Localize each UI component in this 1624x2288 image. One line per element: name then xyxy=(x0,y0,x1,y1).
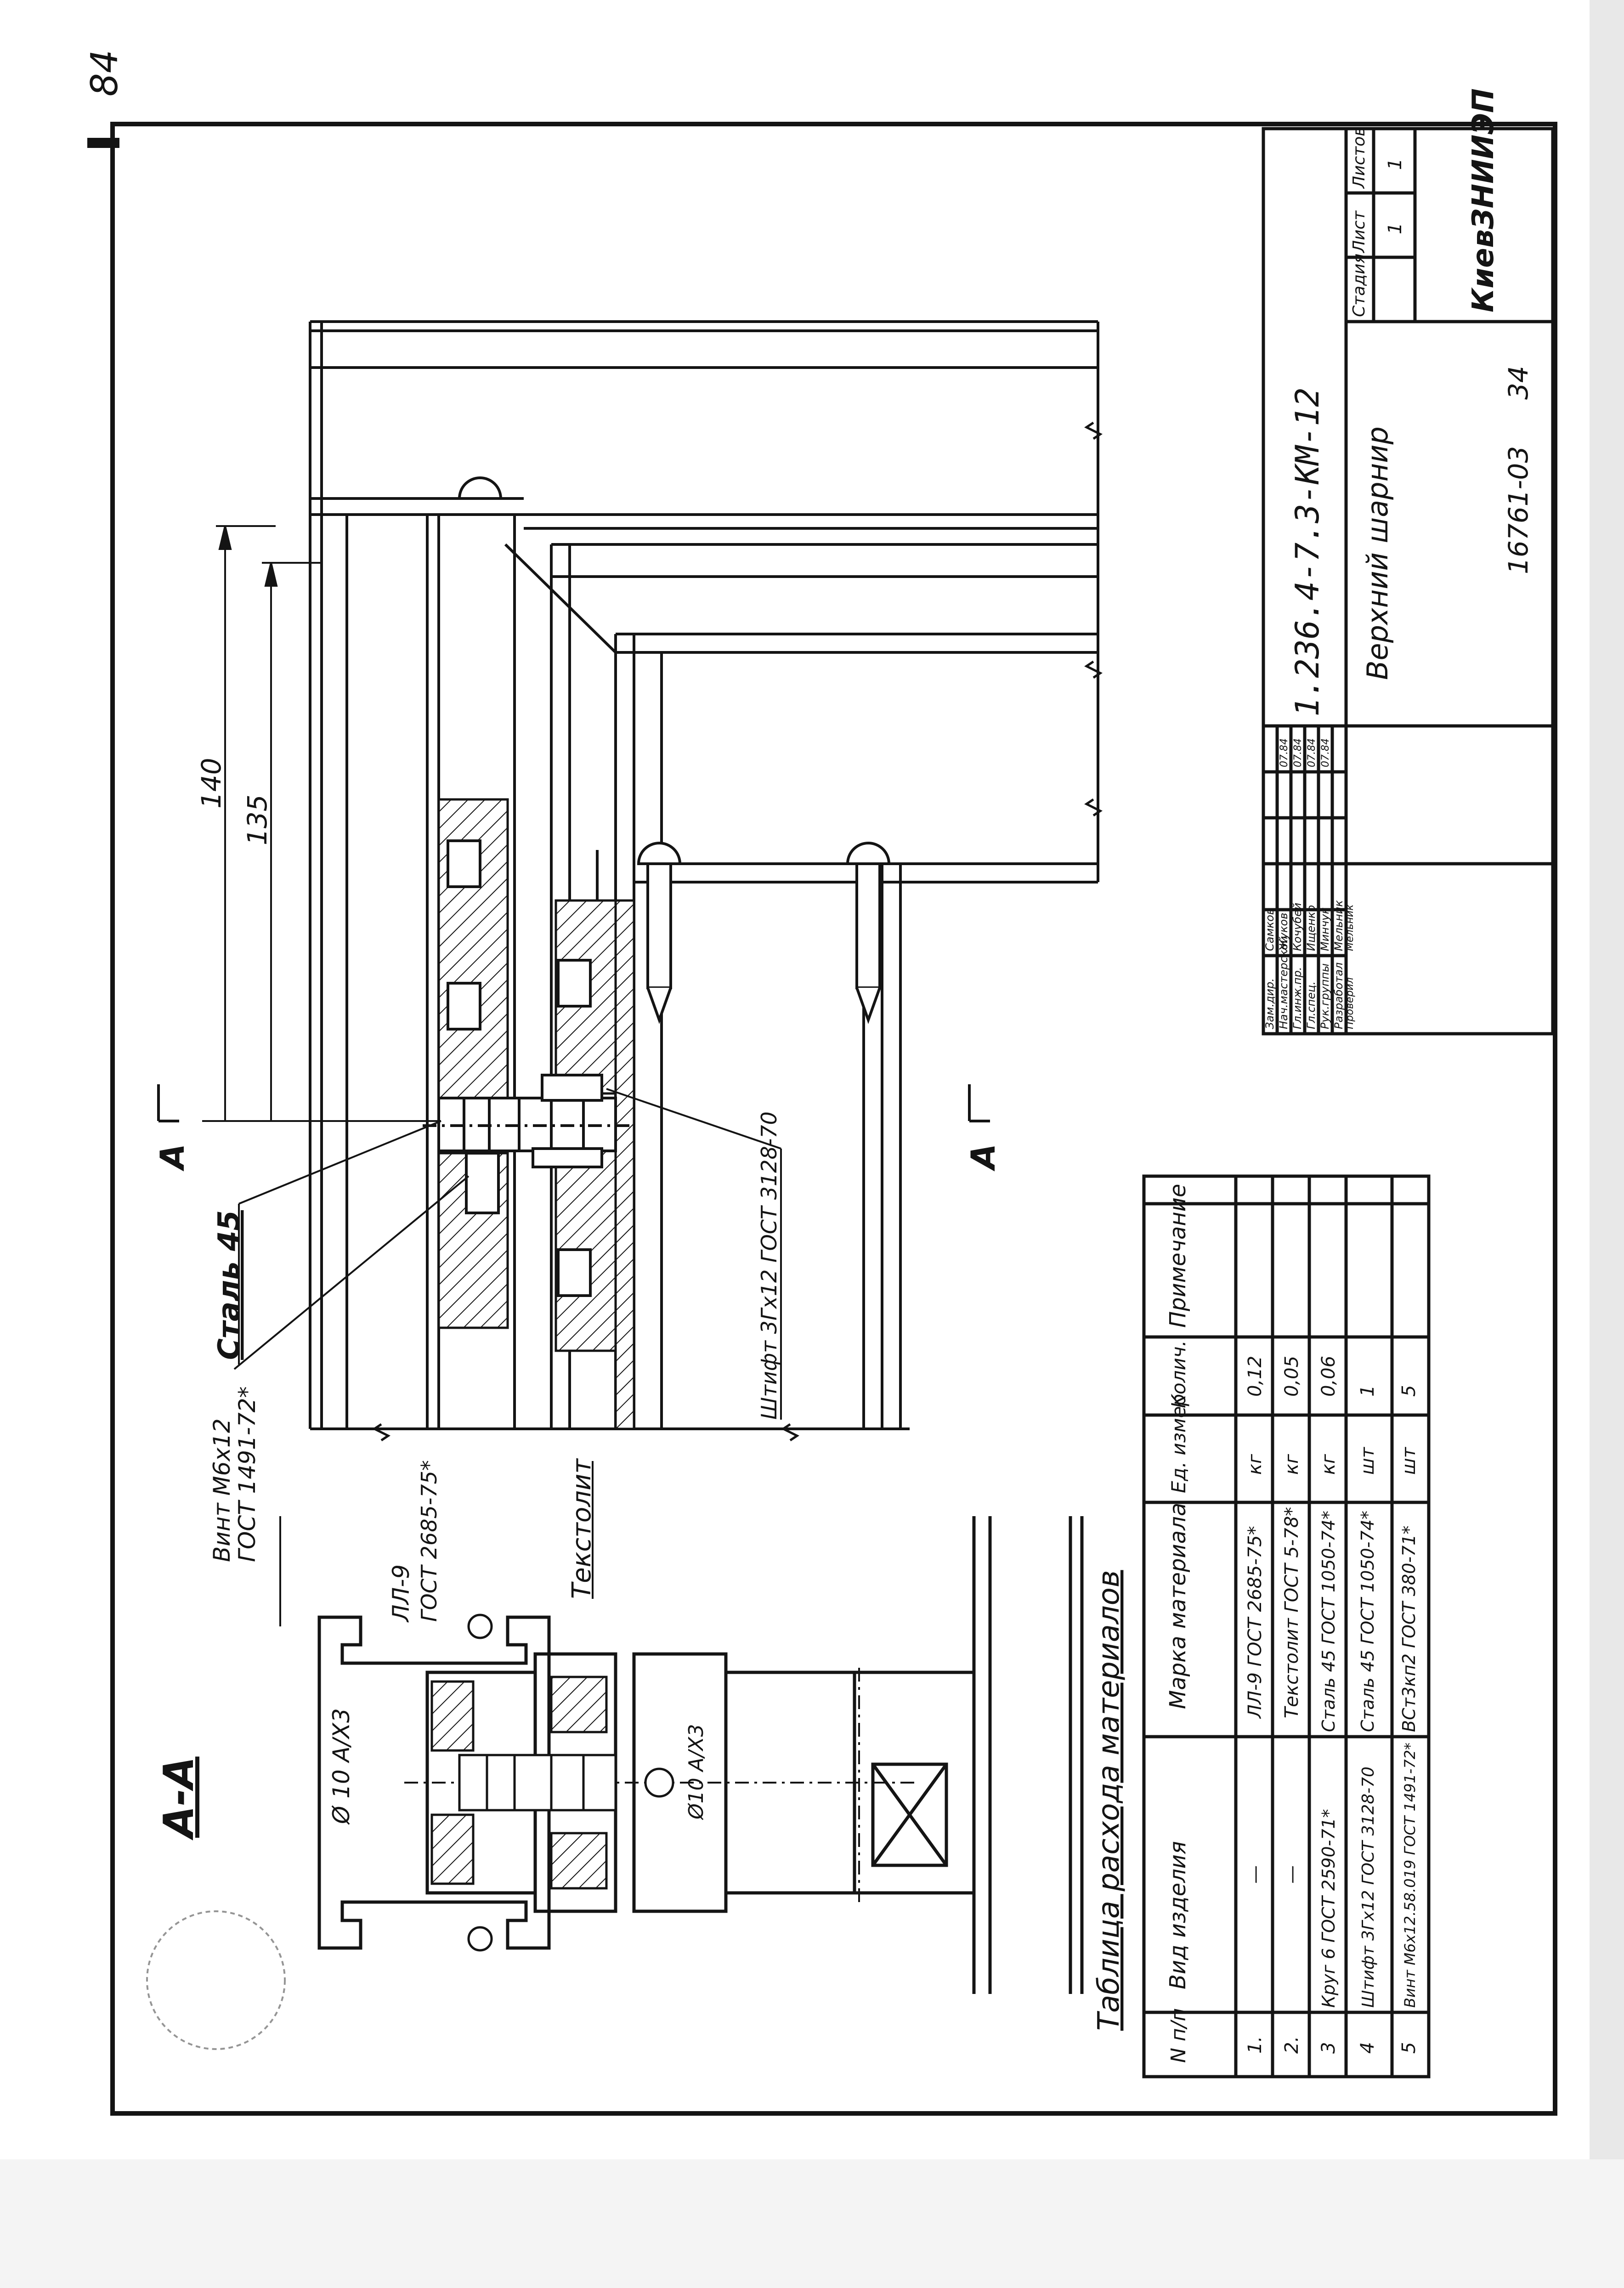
rubber-callout-2: ГОСТ 2685-75* xyxy=(417,1460,441,1622)
dimensions: 140 135 xyxy=(196,525,441,1122)
sig-role-3: Гл.инж.пр. xyxy=(1291,967,1304,1029)
cut-marker-a: A A xyxy=(153,1084,1002,1172)
header-note: Примечание xyxy=(1165,1184,1191,1328)
sheets-value: 1 xyxy=(1385,159,1406,170)
sig-name-4: Ищенко xyxy=(1305,905,1318,951)
cut-marker-a-left: A xyxy=(153,1144,192,1172)
row-4-qty: 1 xyxy=(1357,1385,1378,1397)
lower-plate xyxy=(614,899,635,1430)
row-4-unit: шт xyxy=(1357,1446,1378,1475)
materials-table: Таблица расхода материалов N п/п Вид изд… xyxy=(1092,1174,1431,2078)
sheet-header: Лист xyxy=(1350,210,1369,254)
row-3-unit: кг xyxy=(1318,1454,1339,1475)
drawing-title: Верхний шарнир xyxy=(1361,426,1394,680)
hinge-section-view xyxy=(309,320,1103,1442)
cut-marker-a-right: A xyxy=(964,1144,1002,1172)
row-1-qty: 0,12 xyxy=(1245,1356,1266,1397)
section-hatch-2 xyxy=(430,1813,475,1885)
rubber-callout-1: ЛЛ-9 xyxy=(388,1564,414,1623)
sheet-value: 1 xyxy=(1385,223,1406,234)
sig-role-5: Рук.группы xyxy=(1318,963,1331,1029)
row-4-kind: Штифт 3Гх12 ГОСТ 3128-70 xyxy=(1359,1767,1378,2008)
section-a-a: А-А xyxy=(155,1516,1084,1994)
break-marks xyxy=(372,421,1103,1442)
sheets-header: Листов xyxy=(1350,127,1369,189)
bolts xyxy=(458,476,891,1024)
row-4-n: 4 xyxy=(1357,2042,1378,2054)
sig-role-4: Гл.спец. xyxy=(1305,981,1318,1029)
hinge-pin xyxy=(423,1097,634,1152)
sig-name-1: Самков xyxy=(1263,908,1276,951)
row-3-grade: Сталь 45 ГОСТ 1050-74* xyxy=(1318,1511,1339,1732)
sig-role-6: Разработал xyxy=(1332,963,1345,1029)
row-1-unit: кг xyxy=(1245,1454,1266,1475)
sig-role-2: Нач.мастерской xyxy=(1277,936,1290,1029)
sig-name-2: Жуков xyxy=(1277,913,1290,952)
row-2-n: 2. xyxy=(1281,2036,1302,2054)
corner-number: 84 xyxy=(83,50,126,96)
sig-date-4: 07.84 xyxy=(1306,738,1318,767)
diameter-inner: Ø10 А/Х3 xyxy=(685,1724,708,1820)
dimension-140: 140 xyxy=(196,758,227,809)
sig-name-6: Мельник xyxy=(1332,900,1345,951)
row-1-grade: ЛЛ-9 ГОСТ 2685-75* xyxy=(1245,1526,1266,1719)
dimension-135: 135 xyxy=(242,794,273,845)
row-5-qty: 5 xyxy=(1398,1385,1420,1397)
title-block: 1.236.4-7.3-КМ-12 Верхний шарнир КиевЗНИ… xyxy=(1262,88,1555,1036)
section-hatch-3 xyxy=(550,1676,608,1733)
stamp-circle xyxy=(146,1910,286,2050)
section-label: А-А xyxy=(155,1756,203,1841)
row-1-kind: — xyxy=(1245,1865,1266,1884)
sig-role-7: Проверил xyxy=(1344,977,1356,1029)
pin-callout: Штифт 3Гх12 ГОСТ 3128-70 xyxy=(757,1111,781,1420)
sig-date-5: 07.84 xyxy=(1320,738,1331,767)
sig-date-2: 07.84 xyxy=(1279,738,1290,767)
row-2-grade: Текстолит ГОСТ 5-78* xyxy=(1281,1507,1302,1718)
organization: КиевЗНИИЭП xyxy=(1466,88,1500,312)
row-2-qty: 0,05 xyxy=(1281,1356,1302,1397)
section-bushing xyxy=(458,1614,674,1952)
sig-name-7: Мельник xyxy=(1344,904,1356,951)
scan-edge xyxy=(1590,0,1624,2288)
callouts: Сталь 45 Винт М6х12 ГОСТ 1491-72* Штифт … xyxy=(209,1088,782,1626)
header-kind: Вид изделия xyxy=(1165,1841,1191,1989)
header-grade: Марка материала xyxy=(1165,1503,1191,1709)
sig-name-3: Кочубей xyxy=(1291,903,1304,951)
sig-date-3: 07.84 xyxy=(1292,738,1304,767)
row-5-kind: Винт М6х12.58.019 ГОСТ 1491-72* xyxy=(1401,1743,1419,2008)
archive-number: 16761-03 xyxy=(1503,446,1534,574)
sig-name-5: Минчук xyxy=(1318,907,1331,951)
row-5-n: 5 xyxy=(1398,2042,1420,2054)
row-3-qty: 0,06 xyxy=(1318,1356,1339,1397)
row-2-kind: — xyxy=(1281,1865,1302,1884)
sheet-number: 34 xyxy=(1503,366,1534,400)
row-3-kind: Круг 6 ГОСТ 2590-71* xyxy=(1318,1809,1339,2008)
row-3-n: 3 xyxy=(1318,2042,1339,2054)
table-title: Таблица расхода материалов xyxy=(1092,1570,1126,2031)
header-qty: Колич. xyxy=(1167,1340,1190,1408)
screw-callout-2: ГОСТ 1491-72* xyxy=(234,1387,260,1562)
drawing-code: 1.236.4-7.3-КМ-12 xyxy=(1289,388,1326,717)
sig-role-1: Зам.дир. xyxy=(1263,978,1276,1029)
stage-header: Стадия xyxy=(1350,254,1369,317)
row-5-grade: ВСт3кп2 ГОСТ 380-71* xyxy=(1399,1526,1419,1732)
row-2-unit: кг xyxy=(1281,1454,1302,1475)
screw-callout-1: Винт М6х12 xyxy=(209,1418,235,1562)
sheet-frame xyxy=(110,122,1557,2116)
row-1-n: 1. xyxy=(1245,2036,1266,2054)
textolite-callout: Текстолит xyxy=(567,1458,597,1599)
steel-callout: Сталь 45 xyxy=(212,1210,246,1360)
scan-bottom xyxy=(0,2159,1624,2288)
section-hatch-4 xyxy=(550,1832,608,1890)
header-unit: Ед. измер xyxy=(1167,1394,1190,1493)
screws xyxy=(447,839,603,1297)
row-5-unit: шт xyxy=(1398,1446,1420,1475)
diameter-outer: Ø 10 А/Х3 xyxy=(328,1708,355,1825)
row-4-grade: Сталь 45 ГОСТ 1050-74* xyxy=(1358,1511,1378,1732)
section-hatch-1 xyxy=(430,1680,475,1752)
header-n: N п/п xyxy=(1167,2008,1190,2063)
